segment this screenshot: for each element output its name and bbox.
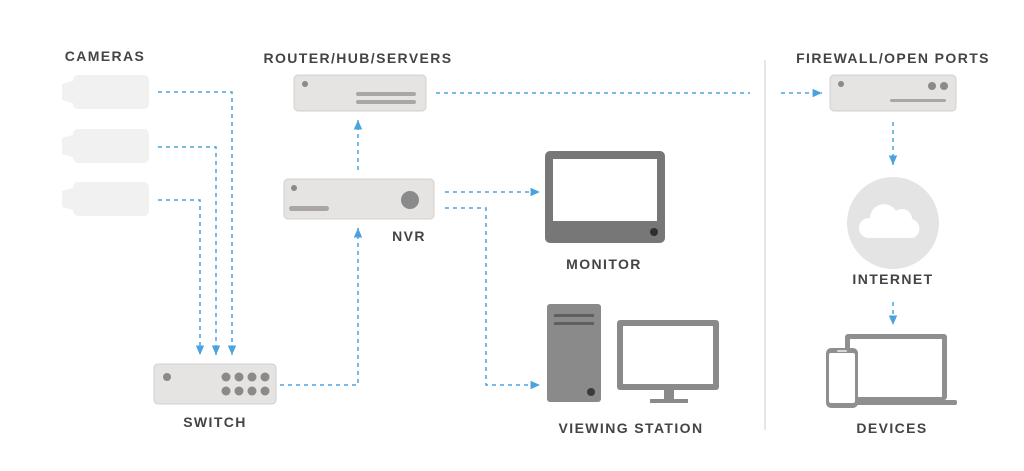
camera-icon [62,129,149,163]
desktop-monitor-icon [617,320,719,403]
laptop-icon [835,334,957,405]
connector-switch-nvr [280,228,363,386]
connector-camera2-switch [158,146,221,355]
connector-nvr-viewing-station [445,207,540,390]
router-icon [293,74,427,112]
connector-camera1-switch [158,91,237,355]
connector-camera3-switch [158,199,205,355]
firewall-icon [829,74,957,112]
firewall-label: FIREWALL/OPEN PORTS [796,50,990,66]
cameras-label: CAMERAS [64,48,146,64]
nvr-icon [283,178,435,220]
switch-icon [153,363,277,405]
camera-icon [62,182,149,216]
camera-icon [62,75,149,109]
switch-label: SWITCH [183,414,247,430]
monitor-icon [545,151,665,243]
viewing-station-label: VIEWING STATION [558,420,704,436]
devices-label: DEVICES [856,420,928,436]
router-label: ROUTER/HUB/SERVERS [263,50,453,66]
tower-icon [547,304,601,402]
phone-icon [826,348,858,408]
monitor-label: MONITOR [566,256,642,272]
internet-label: INTERNET [852,271,934,287]
nvr-label: NVR [392,228,426,244]
cloud-icon [847,177,939,269]
